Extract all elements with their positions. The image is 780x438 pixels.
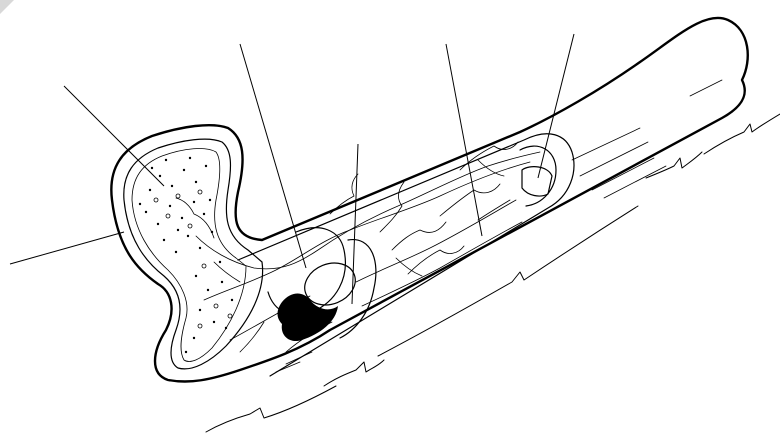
medullary-cavity [238,134,574,376]
bone-surface-texture [276,80,722,372]
bone-outer-outline [111,18,747,382]
region-braces [206,114,780,432]
brace-metaphysis [324,360,384,386]
brace-epiphysis-distal [704,114,780,154]
brace-diaphysis [378,206,638,356]
brace-epiphysis-proximal [206,386,336,432]
distal-end-cap [522,167,552,196]
label-leader-lines [10,34,574,304]
leader-line-2 [10,232,124,264]
